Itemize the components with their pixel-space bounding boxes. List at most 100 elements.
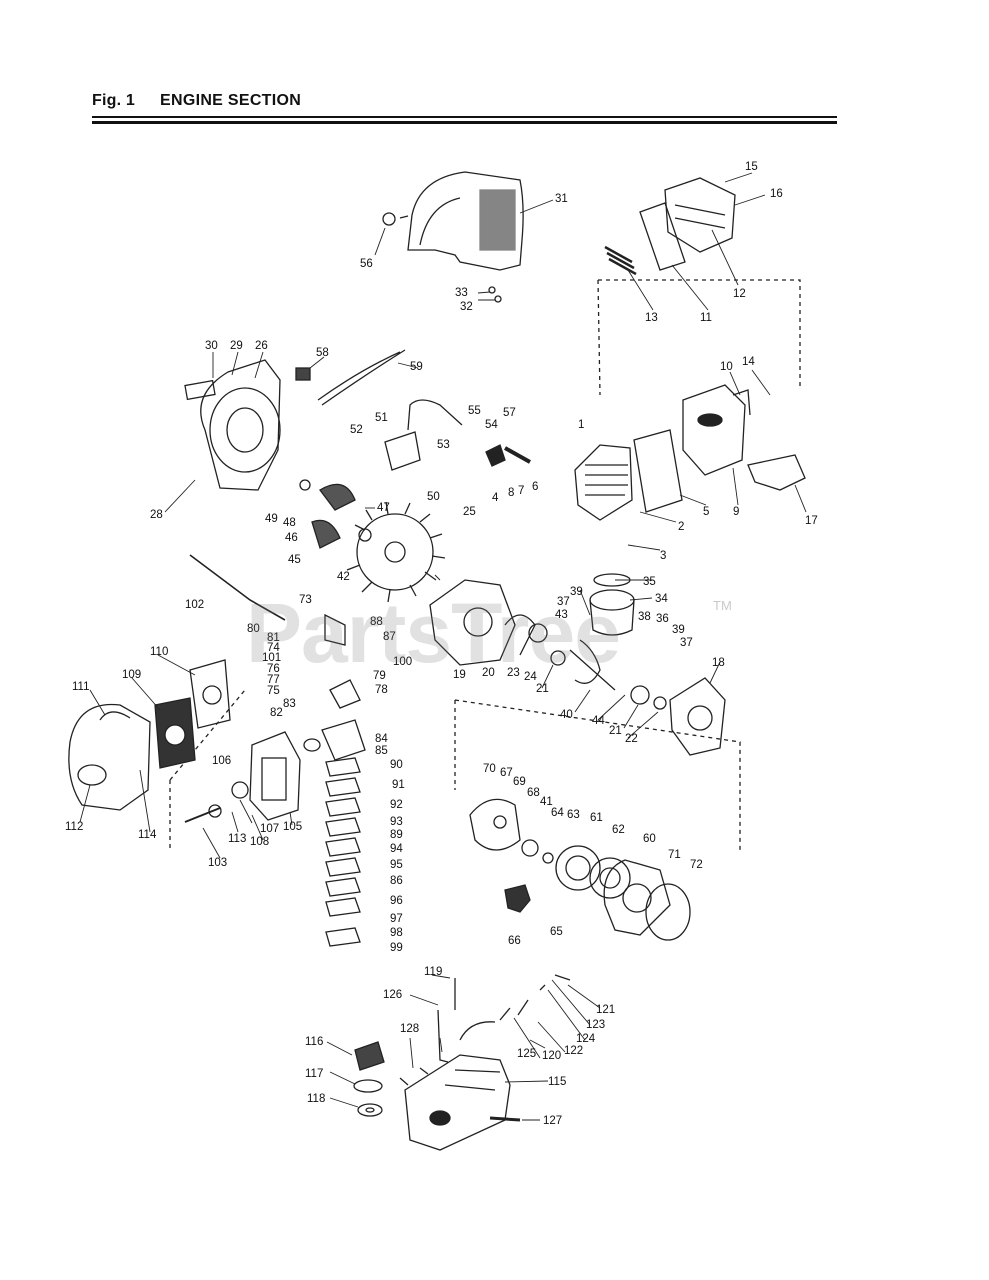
callout-1: 1 bbox=[578, 419, 584, 431]
callout-3: 3 bbox=[660, 550, 666, 562]
callout-119: 119 bbox=[424, 966, 442, 978]
callout-29: 29 bbox=[230, 340, 243, 352]
callout-55: 55 bbox=[468, 405, 481, 417]
callout-60: 60 bbox=[643, 833, 656, 845]
callout-97: 97 bbox=[390, 913, 403, 925]
callout-64: 64 bbox=[551, 807, 564, 819]
callout-81: 81 bbox=[267, 632, 280, 644]
callout-105: 105 bbox=[283, 821, 302, 833]
header-rule-thick bbox=[92, 121, 837, 124]
fuel-tank-part bbox=[404, 1054, 511, 1151]
callout-12: 12 bbox=[733, 288, 746, 300]
engine-cover-part bbox=[407, 171, 524, 271]
callout-46: 46 bbox=[285, 532, 298, 544]
callout-17: 17 bbox=[805, 515, 818, 527]
crankcase-part bbox=[429, 579, 516, 666]
callout-11: 11 bbox=[700, 312, 712, 324]
callout-118: 118 bbox=[307, 1093, 325, 1105]
callout-19: 19 bbox=[453, 669, 466, 681]
callout-127: 127 bbox=[543, 1115, 562, 1127]
callout-6: 6 bbox=[532, 481, 538, 493]
callout-113: 113 bbox=[228, 833, 246, 845]
callout-41: 41 bbox=[540, 796, 553, 808]
callout-8: 8 bbox=[508, 487, 514, 499]
callout-53: 53 bbox=[437, 439, 450, 451]
muffler-part bbox=[682, 384, 746, 476]
callout-72: 72 bbox=[690, 859, 703, 871]
callout-78: 78 bbox=[375, 684, 388, 696]
ignition-coil-part bbox=[384, 431, 421, 471]
callout-5: 5 bbox=[703, 506, 709, 518]
callout-34: 34 bbox=[655, 593, 668, 605]
carburetor-diaphragm-stack bbox=[325, 757, 361, 947]
callout-10: 10 bbox=[720, 361, 733, 373]
callout-56: 56 bbox=[360, 258, 373, 270]
callout-70: 70 bbox=[483, 763, 496, 775]
callout-40: 40 bbox=[560, 709, 573, 721]
callout-76: 76 bbox=[267, 663, 280, 675]
callout-16: 16 bbox=[770, 188, 783, 200]
callout-126: 126 bbox=[383, 989, 402, 1001]
callout-35: 35 bbox=[643, 576, 656, 588]
callout-37b: 37 bbox=[680, 637, 693, 649]
clutch-part bbox=[469, 798, 521, 851]
callout-125: 125 bbox=[517, 1048, 536, 1060]
callout-91: 91 bbox=[392, 779, 405, 791]
callout-28: 28 bbox=[150, 509, 163, 521]
crankshaft-part bbox=[569, 639, 616, 691]
callout-124: 124 bbox=[576, 1033, 596, 1045]
callout-100: 100 bbox=[393, 656, 412, 668]
callout-80: 80 bbox=[247, 623, 260, 635]
callout-21b: 21 bbox=[609, 725, 622, 737]
callout-114: 114 bbox=[138, 829, 157, 841]
callout-84: 84 bbox=[375, 733, 388, 745]
callout-38: 38 bbox=[638, 611, 651, 623]
callout-2: 2 bbox=[678, 521, 684, 533]
watermark-text: PartsTree bbox=[246, 586, 621, 680]
muffler-cover-part bbox=[664, 177, 736, 253]
header-rule-thin bbox=[92, 116, 837, 118]
callout-25: 25 bbox=[463, 506, 476, 518]
callout-128: 128 bbox=[400, 1023, 419, 1035]
air-filter-base-part bbox=[249, 731, 301, 821]
callout-20: 20 bbox=[482, 667, 495, 679]
flywheel-part bbox=[346, 501, 446, 603]
callout-15: 15 bbox=[745, 161, 758, 173]
starter-pulley-part bbox=[555, 845, 601, 891]
callout-96: 96 bbox=[390, 895, 403, 907]
callout-4: 4 bbox=[492, 492, 499, 504]
callout-115: 115 bbox=[548, 1076, 566, 1088]
callout-36: 36 bbox=[656, 613, 669, 625]
callout-49: 49 bbox=[265, 513, 278, 525]
callout-116: 116 bbox=[305, 1036, 323, 1048]
carburetor-part bbox=[321, 719, 366, 761]
callout-103: 103 bbox=[208, 857, 227, 869]
callout-44: 44 bbox=[592, 715, 605, 727]
callout-102: 102 bbox=[185, 599, 204, 611]
callout-108: 108 bbox=[250, 836, 269, 848]
callout-79: 79 bbox=[373, 670, 386, 682]
callout-24: 24 bbox=[524, 671, 537, 683]
callout-87: 87 bbox=[383, 631, 396, 643]
callout-69: 69 bbox=[513, 776, 526, 788]
cylinder-part bbox=[574, 444, 633, 521]
callout-75: 75 bbox=[267, 685, 280, 697]
callout-30: 30 bbox=[205, 340, 218, 352]
callout-66: 66 bbox=[508, 935, 521, 947]
callout-50: 50 bbox=[427, 491, 440, 503]
callout-33: 33 bbox=[455, 287, 468, 299]
callout-22: 22 bbox=[625, 733, 638, 745]
callout-61: 61 bbox=[590, 812, 603, 824]
callout-121: 121 bbox=[596, 1004, 615, 1016]
callout-57: 57 bbox=[503, 407, 516, 419]
callout-47: 47 bbox=[377, 502, 390, 514]
callout-110: 110 bbox=[150, 646, 168, 658]
section-title: ENGINE SECTION bbox=[160, 92, 302, 109]
callout-62: 62 bbox=[612, 824, 625, 836]
callout-18: 18 bbox=[712, 657, 725, 669]
callout-123: 123 bbox=[586, 1019, 605, 1031]
callout-90: 90 bbox=[390, 759, 403, 771]
callout-32: 32 bbox=[460, 301, 473, 313]
callout-58: 58 bbox=[316, 347, 329, 359]
